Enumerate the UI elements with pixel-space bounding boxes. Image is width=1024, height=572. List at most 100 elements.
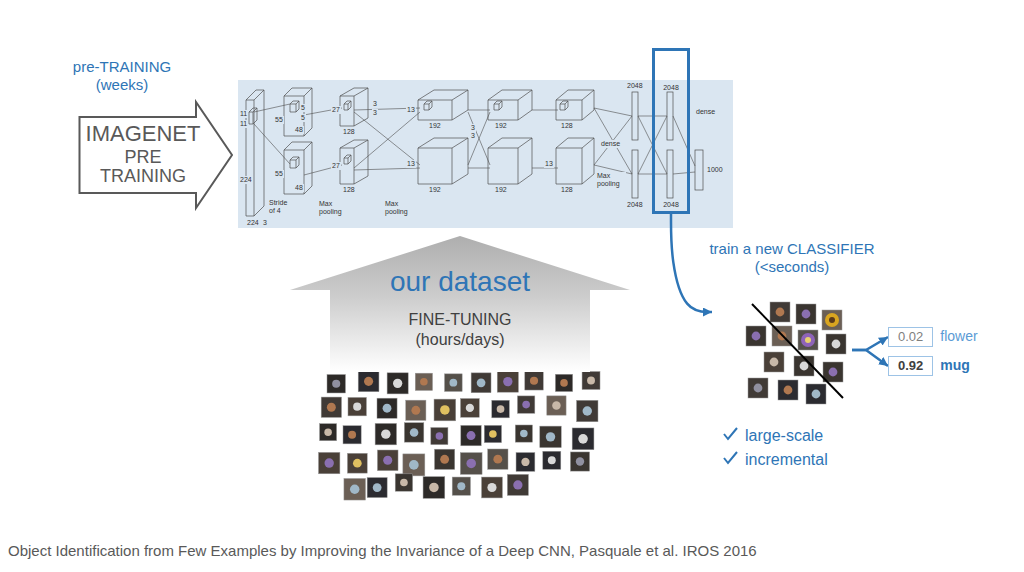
photo-object	[530, 377, 538, 385]
photo-object	[546, 432, 555, 441]
dimension-label: 2048	[655, 201, 687, 209]
dimension-label: 27	[331, 106, 341, 114]
photo-frame	[377, 450, 398, 471]
photo-frame	[415, 373, 432, 390]
photo-thumbnail	[406, 400, 426, 420]
photo-frame	[517, 396, 534, 413]
photo-thumbnail	[403, 454, 425, 476]
photo-object	[381, 429, 390, 438]
classifier-picture: train a new CLASSIFIER (<seconds)	[712, 298, 852, 404]
photo-thumbnail	[488, 449, 508, 469]
layer-volume	[344, 101, 351, 110]
photo-frame	[497, 371, 518, 392]
photo-frame	[348, 397, 366, 415]
dimension-label: 3	[470, 124, 476, 132]
photo-frame	[798, 330, 818, 350]
photo-frame	[507, 474, 528, 495]
photo-frame	[555, 374, 572, 391]
check-mark	[724, 428, 737, 439]
photo-thumbnail	[517, 396, 534, 413]
photo-frame	[403, 454, 425, 476]
stage-heading: train a new CLASSIFIER (<seconds)	[692, 240, 892, 276]
photo-thumbnail	[572, 428, 594, 450]
dimension-label: 3	[470, 132, 476, 140]
photo-object	[364, 377, 373, 386]
photo-object	[383, 404, 392, 413]
photo-thumbnail	[452, 477, 470, 495]
photo-object	[327, 403, 336, 412]
photo-thumbnail	[445, 374, 463, 392]
score-box: 0.02flower	[888, 327, 933, 347]
photo-object	[489, 430, 497, 438]
photo-object	[467, 431, 476, 440]
layer-volume	[340, 140, 368, 184]
flower-center	[829, 317, 835, 323]
photo-object	[449, 379, 457, 387]
photo-thumbnail	[377, 450, 398, 471]
photo-frame	[525, 372, 543, 390]
photo-object	[383, 456, 392, 465]
photo-object	[560, 379, 568, 387]
photo-frame	[367, 478, 387, 498]
arrow-outline	[80, 102, 233, 208]
photo-thumbnail	[543, 451, 561, 469]
dimension-label: 13	[406, 106, 416, 114]
arrow-title: our dataset	[290, 266, 630, 298]
photo-frame	[823, 362, 843, 382]
photo-object	[513, 480, 522, 489]
dimension-label: 192	[494, 186, 508, 194]
dimension-label: 224	[239, 176, 253, 184]
photo-thumbnail	[367, 478, 387, 498]
photo-frame	[431, 428, 448, 445]
network-wires	[254, 104, 695, 175]
photo-frame	[471, 373, 491, 393]
photo-frame	[826, 334, 846, 354]
connector-arrow	[852, 337, 888, 350]
photo-thumbnail	[826, 334, 846, 354]
dimension-label: 11	[239, 110, 248, 118]
layer-volume	[488, 90, 532, 120]
network-wire	[532, 110, 558, 111]
layer-volume	[488, 138, 532, 184]
photo-object	[393, 379, 402, 388]
layer-volume	[290, 157, 299, 168]
layer-volume	[249, 108, 257, 124]
photo-frame	[395, 474, 412, 491]
network-wire	[354, 112, 420, 168]
photo-object	[752, 332, 761, 341]
photo-thumbnail	[435, 449, 455, 469]
layer-volume	[246, 90, 264, 216]
dense-layer	[667, 150, 673, 198]
photo-object	[497, 405, 505, 413]
photo-frame	[358, 371, 379, 392]
layer-volume	[284, 88, 312, 136]
dimension-label: 3	[262, 219, 268, 227]
photo-frame	[452, 477, 470, 495]
dimension-label: 27	[331, 162, 341, 170]
photo-thumbnail	[823, 362, 843, 382]
photo-object	[578, 434, 588, 444]
highlight-box: 20482048	[652, 48, 690, 214]
photo-thumbnail	[507, 474, 528, 495]
network-wire	[354, 168, 420, 170]
photo-object	[373, 483, 382, 492]
photo-object	[477, 378, 486, 387]
stage-heading: pre-TRAINING (weeks)	[66, 58, 178, 94]
layer-volume	[418, 138, 468, 184]
photo-thumbnail	[327, 375, 345, 393]
photo-frame	[515, 425, 532, 442]
dense-layers	[632, 92, 703, 198]
photo-frame	[822, 310, 842, 330]
photo-thumbnail	[395, 474, 412, 491]
photo-frame	[484, 425, 501, 442]
photo-frame	[778, 380, 798, 400]
photo-object	[801, 333, 815, 347]
photo-thumbnail	[555, 374, 572, 391]
photo-thumbnail	[387, 373, 408, 394]
photo-thumbnail	[460, 453, 482, 475]
layer-volume	[424, 101, 432, 110]
dimension-label: 2048	[626, 201, 644, 209]
photo-object	[353, 459, 362, 468]
photo-object	[770, 358, 779, 367]
photo-frame	[404, 423, 423, 442]
